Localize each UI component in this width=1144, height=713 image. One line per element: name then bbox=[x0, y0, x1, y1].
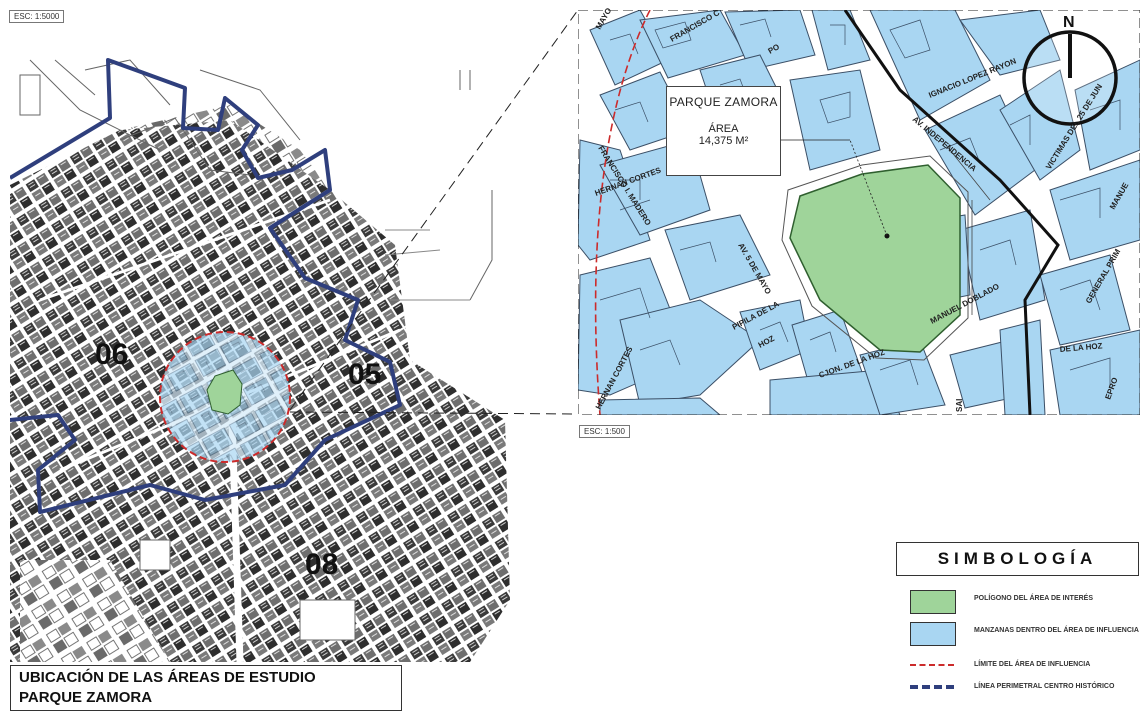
legend-title: SIMBOLOGÍA bbox=[896, 542, 1139, 576]
park-callout: PARQUE ZAMORA ÁREA 14,375 M² bbox=[666, 86, 781, 176]
detail-map bbox=[578, 10, 1140, 415]
scale-label-detail: ESC: 1:500 bbox=[579, 425, 630, 438]
legend-label-blocks: MANZANAS DENTRO DEL ÁREA DE INFLUENCIA bbox=[974, 627, 1139, 634]
park-polygon-detail bbox=[789, 164, 961, 353]
park-polygon-small bbox=[206, 369, 243, 415]
zone-label-08: 08 bbox=[305, 548, 339, 581]
park-area-label: ÁREA bbox=[708, 123, 739, 135]
historic-center-perimeter bbox=[10, 58, 402, 514]
legend-item-perimeter: LÍNEA PERIMETRAL CENTRO HISTÓRICO bbox=[896, 682, 1139, 712]
zone-label-06: 06 bbox=[95, 338, 129, 371]
zone-label-05: 05 bbox=[348, 358, 382, 391]
legend-item-park: POLÍGONO DEL ÁREA DE INTERÉS bbox=[896, 590, 1139, 620]
scale-label-overview: ESC: 1:5000 bbox=[9, 10, 65, 23]
street-sal: SAI bbox=[955, 399, 964, 412]
historic-perimeter-detail bbox=[843, 10, 1060, 415]
study-title-box: UBICACIÓN DE LAS ÁREAS DE ESTUDIO PARQUE… bbox=[10, 665, 402, 711]
legend-label-influence-limit: LÍMITE DEL ÁREA DE INFLUENCIA bbox=[974, 661, 1091, 668]
legend-swatch-perimeter bbox=[910, 685, 954, 689]
influence-boundary-arc bbox=[594, 10, 651, 415]
zoom-connectors bbox=[289, 9, 579, 415]
influence-boundary-circle bbox=[159, 331, 291, 463]
legend-item-blocks: MANZANAS DENTRO DEL ÁREA DE INFLUENCIA bbox=[896, 622, 1139, 652]
north-arrow-compass bbox=[1022, 30, 1118, 126]
legend-swatch-park bbox=[910, 590, 956, 614]
legend-swatch-influence-limit bbox=[910, 664, 954, 666]
legend-swatch-blocks bbox=[910, 622, 956, 646]
study-title-line1: UBICACIÓN DE LAS ÁREAS DE ESTUDIO bbox=[19, 669, 316, 686]
park-name: PARQUE ZAMORA bbox=[669, 95, 778, 109]
street-de-la-hoz: DE LA HOZ bbox=[1059, 341, 1103, 354]
legend: SIMBOLOGÍA POLÍGONO DEL ÁREA DE INTERÉS … bbox=[896, 542, 1139, 710]
study-title-line2: PARQUE ZAMORA bbox=[19, 689, 153, 706]
north-label: N bbox=[1063, 14, 1075, 31]
park-area-value: 14,375 M² bbox=[698, 135, 749, 147]
overview-map bbox=[10, 58, 510, 662]
legend-item-influence-limit: LÍMITE DEL ÁREA DE INFLUENCIA bbox=[896, 660, 1139, 690]
legend-label-perimeter: LÍNEA PERIMETRAL CENTRO HISTÓRICO bbox=[974, 683, 1115, 690]
legend-label-park: POLÍGONO DEL ÁREA DE INTERÉS bbox=[974, 595, 1094, 602]
